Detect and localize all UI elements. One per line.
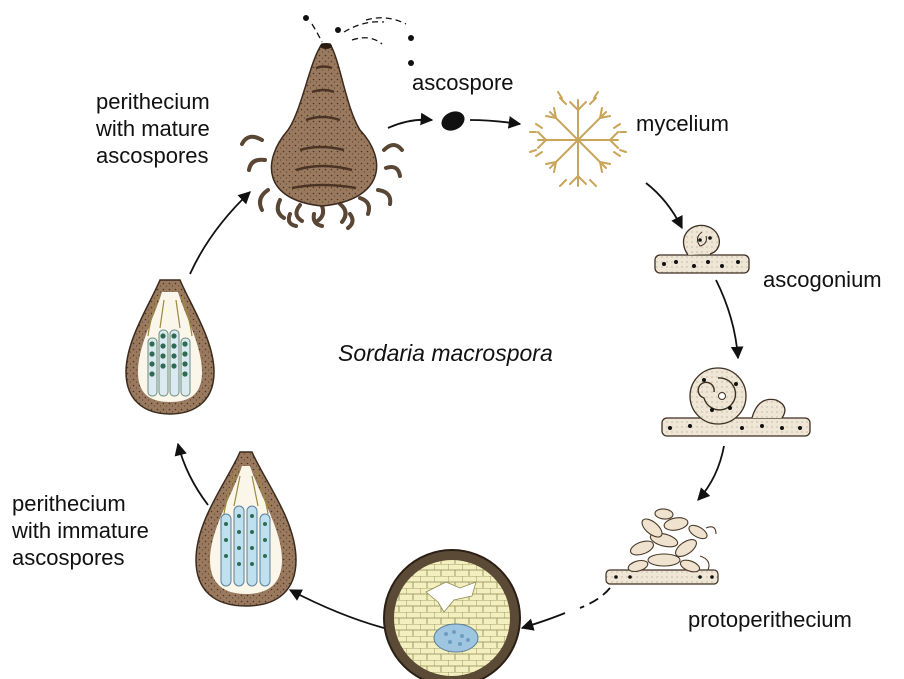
- arrow-ascospore-to-mycelium: [470, 120, 520, 124]
- arrow-ascogonium-to-ascogonium2: [716, 280, 738, 358]
- perithecium-developing-illustration: [126, 280, 214, 414]
- arrow-young-to-immature: [290, 590, 384, 628]
- arrow-immature-to-developing: [178, 444, 208, 505]
- arrow-developing-to-mature: [190, 192, 250, 274]
- protoperithecium-illustration: [606, 508, 718, 584]
- ascogonium-illustration: [655, 225, 749, 273]
- young-perithecium-illustration: [384, 550, 520, 679]
- arrow-mycelium-to-ascogonium: [646, 183, 682, 228]
- perithecium-mature-illustration: [242, 15, 414, 228]
- ascogonium-coiled-illustration: [662, 368, 810, 436]
- arrow-protoperithecium-to-young: [580, 588, 610, 608]
- arrow-protoperithecium-to-young-tip: [522, 613, 565, 628]
- arrow-ascogonium-to-protoperithecium: [698, 446, 724, 500]
- arrow-perithecium-to-ascospore: [388, 120, 432, 128]
- ascospore-illustration: [438, 108, 467, 134]
- mycelium-illustration: [530, 92, 626, 186]
- perithecium-immature-illustration: [196, 452, 296, 606]
